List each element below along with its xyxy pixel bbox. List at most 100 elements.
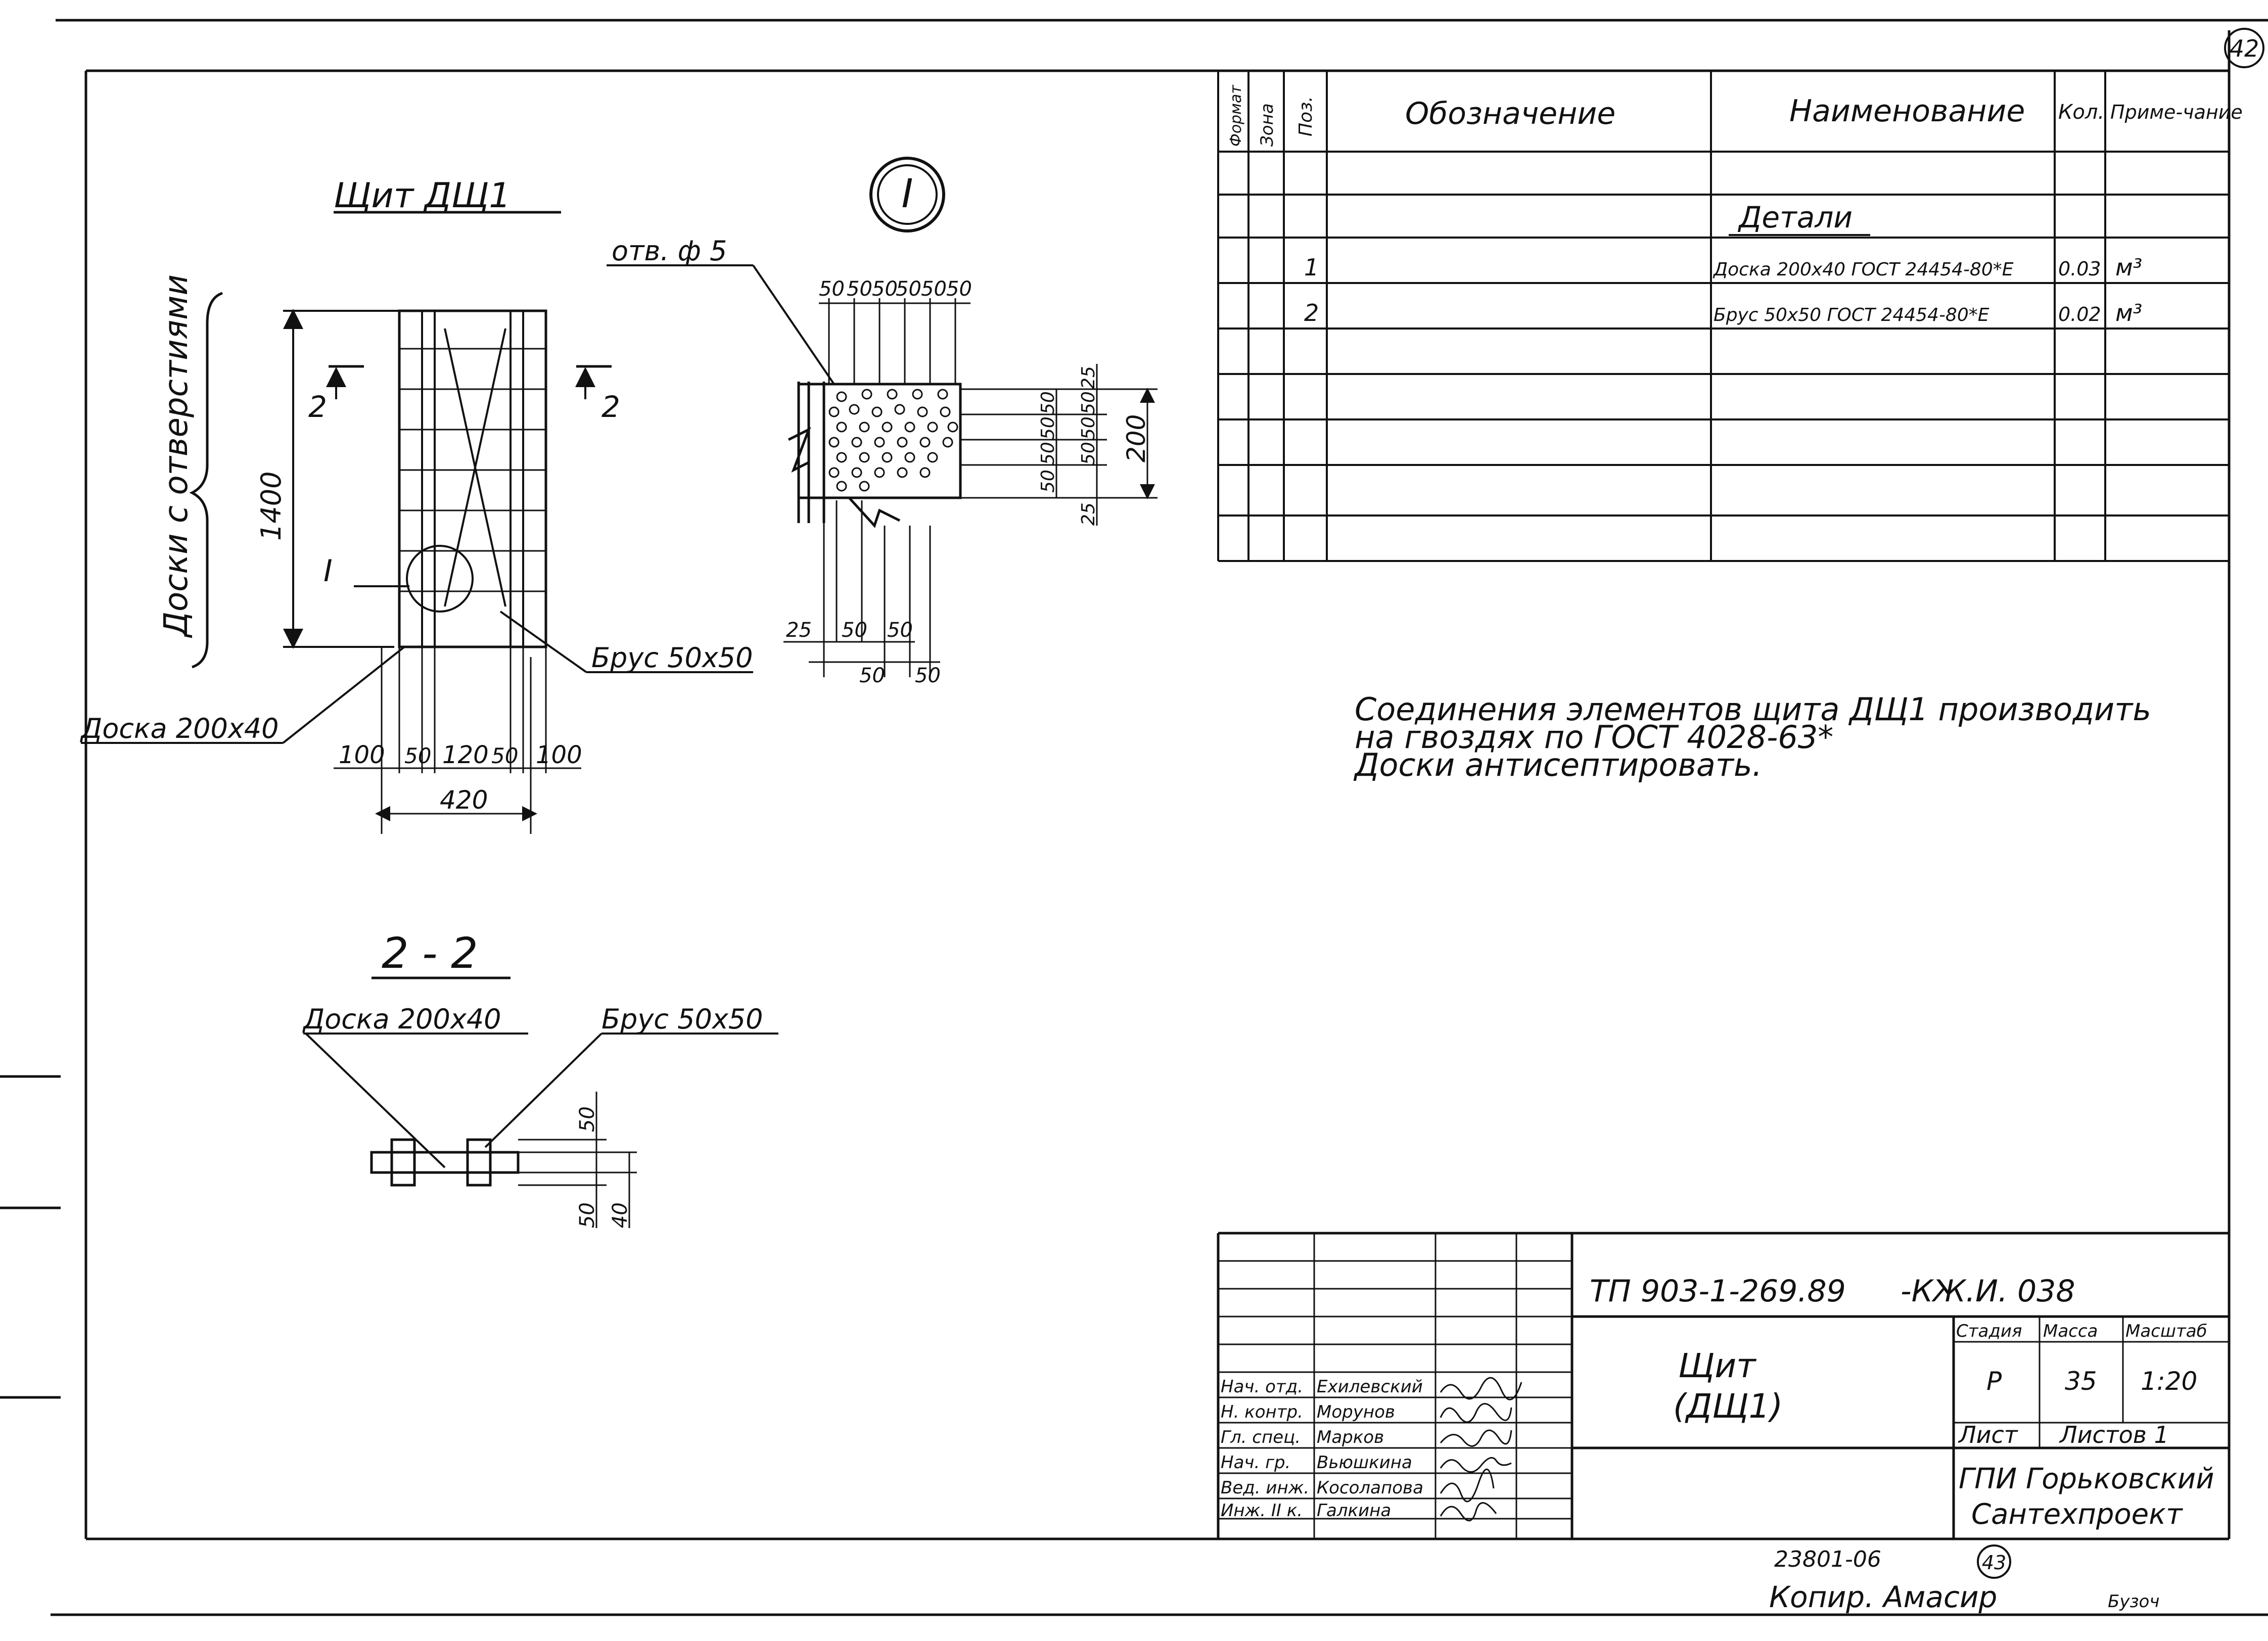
sig-name-5: Косолапова — [1317, 1478, 1423, 1498]
top-dim-1: 50 — [819, 277, 845, 301]
section-beam-callout: Брус 50х50 — [601, 1003, 763, 1035]
hdr-zone: Зона — [1257, 103, 1277, 147]
sig-role-5: Вед. инж. — [1221, 1478, 1309, 1498]
top-dim-5: 50 — [921, 277, 947, 301]
spec-table: Формат Зона Поз. Обозначение Наименовани… — [1217, 71, 2243, 562]
detail-mark: I — [323, 553, 333, 589]
sheet-label: Лист — [1958, 1421, 2018, 1448]
sheets-label: Листов 1 — [2059, 1421, 2169, 1448]
right-inner-dim-4: 50 — [1038, 470, 1058, 493]
note-line-3: Доски антисептировать. — [1353, 746, 1762, 783]
sig-name-4: Вьюшкина — [1317, 1452, 1412, 1473]
section-view: 2 - 2 Доска 200х40 Брус 50х50 50 50 40 — [302, 928, 778, 1228]
page-number: 42 — [2230, 35, 2259, 62]
sig-role-4: Нач. гр. — [1221, 1452, 1290, 1473]
width-dim-2: 50 — [404, 743, 431, 768]
right-total-dim: 200 — [1122, 414, 1151, 462]
stage-label: Стадия — [1956, 1321, 2022, 1341]
right-outer-dim-2: 50 — [1078, 391, 1099, 414]
item-name-1: Щит — [1678, 1346, 1757, 1385]
bottom-dim-2: 50 — [842, 619, 867, 642]
width-dim-3: 120 — [442, 741, 489, 769]
hdr-qty: Кол. — [2058, 101, 2104, 124]
sig-role-1: Нач. отд. — [1221, 1377, 1303, 1397]
detail-roman: I — [901, 171, 913, 217]
right-outer-dim-3: 50 — [1078, 416, 1099, 440]
top-dim-6: 50 — [946, 277, 972, 301]
beam-callout: Брус 50х50 — [591, 642, 753, 674]
copy-note-small: Бузоч — [2108, 1591, 2159, 1612]
right-outer-dim-1: 25 — [1078, 366, 1099, 389]
row-1-pos: 1 — [1304, 254, 1319, 281]
sig-name-6: Галкина — [1317, 1501, 1391, 1521]
row-1-note: м³ — [2115, 254, 2142, 281]
width-dim-4: 50 — [491, 743, 518, 768]
doc-code: ТП 903-1-269.89 — [1590, 1274, 1846, 1309]
section-title: 2 - 2 — [382, 928, 478, 978]
hdr-pos: Поз. — [1295, 96, 1316, 136]
shield-view: Щит ДЩ1 Доски с отверстиями 1400 — [80, 176, 753, 834]
section-heading: Детали — [1737, 200, 1853, 235]
stage-value: Р — [1986, 1367, 2002, 1396]
row-2-name: Брус 50х50 ГОСТ 24454-80*Е — [1714, 305, 1989, 325]
sig-role-3: Гл. спец. — [1221, 1427, 1301, 1447]
page-number-bottom: 43 — [1982, 1552, 2006, 1574]
sig-name-2: Морунов — [1317, 1402, 1395, 1422]
copy-note: Копир. Амасир — [1769, 1580, 1997, 1614]
width-dim-1: 100 — [339, 741, 385, 769]
hdr-format: Формат — [1227, 84, 1245, 147]
right-inner-dim-1: 50 — [1038, 391, 1058, 414]
height-dim: 1400 — [255, 472, 287, 541]
side-label: Доски с отверстиями — [158, 274, 195, 638]
handwritten-signatures — [1440, 1377, 1522, 1522]
bottom-dim-3: 50 — [887, 619, 913, 642]
note-line-2: на гвоздях по ГОСТ 4028-63* — [1355, 719, 1833, 756]
item-name-2: (ДЩ1) — [1673, 1387, 1783, 1426]
row-1-qty: 0.03 — [2058, 258, 2101, 280]
section-mark-left: 2 — [308, 390, 327, 424]
mass-value: 35 — [2065, 1367, 2097, 1396]
right-inner-dim-2: 50 — [1038, 416, 1058, 440]
right-inner-dim-3: 50 — [1038, 442, 1058, 465]
section-board-callout: Доска 200х40 — [302, 1003, 501, 1035]
section-mark-right: 2 — [601, 390, 620, 424]
scale-label: Масштаб — [2125, 1321, 2207, 1341]
top-dim-2: 50 — [847, 277, 872, 301]
bottom-dim-4: 50 — [859, 664, 885, 687]
width-dim-5: 100 — [536, 741, 582, 769]
detail-view: I отв. ф 5 50 50 50 50 50 50 — [607, 157, 1158, 687]
mass-label: Масса — [2043, 1321, 2098, 1341]
title-block: ТП 903-1-269.89 -КЖ.И. 038 Щит (ДЩ1) Ста… — [1217, 1232, 2229, 1539]
org-1: ГПИ Горьковский — [1959, 1463, 2214, 1495]
bottom-dim-5: 50 — [915, 664, 941, 687]
hdr-designation: Обозначение — [1405, 96, 1615, 131]
total-width-dim: 420 — [440, 785, 488, 815]
row-2-note: м³ — [2115, 299, 2142, 326]
sig-name-1: Ехилевский — [1317, 1377, 1423, 1397]
org-2: Сантехпроект — [1971, 1498, 2183, 1531]
note-line-1: Соединения элементов щита ДЩ1 производит… — [1355, 691, 2151, 728]
top-dim-4: 50 — [896, 277, 921, 301]
sig-role-2: Н. контр. — [1221, 1402, 1303, 1422]
row-2-qty: 0.02 — [2058, 303, 2101, 325]
page-number-badge: 42 — [2224, 28, 2264, 68]
bottom-marks: 23801-06 43 Копир. Амасир Бузоч — [1769, 1544, 2159, 1614]
row-1-name: Доска 200х40 ГОСТ 24454-80*Е — [1712, 259, 2014, 280]
top-dim-3: 50 — [872, 277, 898, 301]
hdr-name: Наименование — [1789, 93, 2025, 129]
section-dim-1: 50 — [576, 1106, 599, 1132]
section-dim-3: 40 — [609, 1202, 632, 1228]
bottom-dim-1: 25 — [786, 619, 812, 642]
doc-suffix: -КЖ.И. 038 — [1901, 1274, 2075, 1309]
sig-name-3: Марков — [1317, 1427, 1384, 1447]
section-dim-2: 50 — [576, 1202, 599, 1228]
row-2-pos: 2 — [1304, 299, 1319, 326]
hdr-note: Приме-чание — [2110, 101, 2243, 123]
board-callout: Доска 200х40 — [80, 713, 279, 744]
notes: Соединения элементов щита ДЩ1 производит… — [1353, 691, 2151, 783]
shield-title: Щит ДЩ1 — [334, 176, 511, 216]
scale-value: 1:20 — [2141, 1367, 2197, 1396]
right-outer-dim-4: 50 — [1078, 442, 1099, 465]
hole-label: отв. ф 5 — [612, 235, 727, 267]
